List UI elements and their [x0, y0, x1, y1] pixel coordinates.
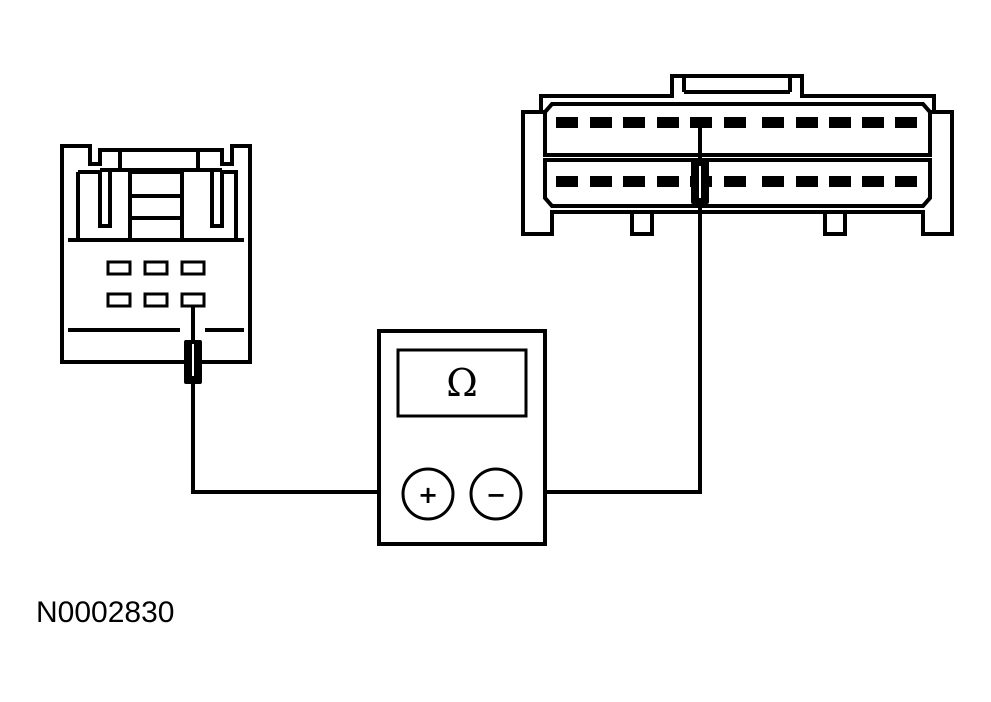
left-connector-body — [60, 144, 252, 364]
connector-pin — [556, 176, 578, 187]
connector-pin — [796, 176, 818, 187]
connector-pin — [623, 117, 645, 128]
right-connector-upper-row — [543, 102, 932, 157]
figure-id: N0002830 — [36, 596, 175, 629]
connector-pin — [829, 176, 851, 187]
connector-pin — [180, 292, 206, 308]
connector-pin — [623, 176, 645, 187]
positive-terminal-label: + — [418, 481, 438, 509]
right-connector-foot — [630, 212, 654, 236]
left-connector — [60, 144, 252, 364]
connector-pin — [143, 292, 169, 308]
negative-terminal-label: − — [486, 481, 506, 509]
connector-pin — [724, 117, 746, 128]
connector-pin — [829, 117, 851, 128]
right-connector-lower-row — [543, 158, 932, 208]
right-probe — [691, 160, 709, 204]
connector-pin — [106, 260, 132, 276]
negative-terminal — [469, 467, 523, 521]
connector-pin — [657, 176, 679, 187]
left-connector-latch-block — [128, 170, 184, 242]
connector-pin — [556, 117, 578, 128]
connector-pin — [180, 260, 206, 276]
connector-pin — [895, 117, 917, 128]
left-connector-pins — [106, 260, 206, 308]
connector-pin — [762, 176, 784, 187]
right-connector-pins — [556, 117, 917, 187]
connector-pin — [724, 176, 746, 187]
right-connector — [521, 74, 954, 236]
left-probe — [184, 340, 202, 384]
ohm-symbol: Ω — [446, 361, 478, 405]
connector-pin — [862, 117, 884, 128]
connector-pin — [590, 176, 612, 187]
connector-pin — [862, 176, 884, 187]
connector-pin — [762, 117, 784, 128]
connector-pin — [106, 292, 132, 308]
connector-pin — [895, 176, 917, 187]
multimeter-display — [396, 348, 528, 418]
positive-test-lead — [191, 306, 402, 494]
connector-pin — [796, 117, 818, 128]
right-connector-foot — [823, 212, 847, 236]
connector-pin — [143, 260, 169, 276]
connector-pin — [657, 117, 679, 128]
positive-terminal — [401, 467, 455, 521]
negative-test-lead — [520, 128, 702, 494]
left-connector-inner-latch — [78, 170, 238, 240]
connector-pin — [590, 117, 612, 128]
connector-pin — [690, 117, 712, 128]
multimeter: Ω + − — [377, 329, 547, 546]
